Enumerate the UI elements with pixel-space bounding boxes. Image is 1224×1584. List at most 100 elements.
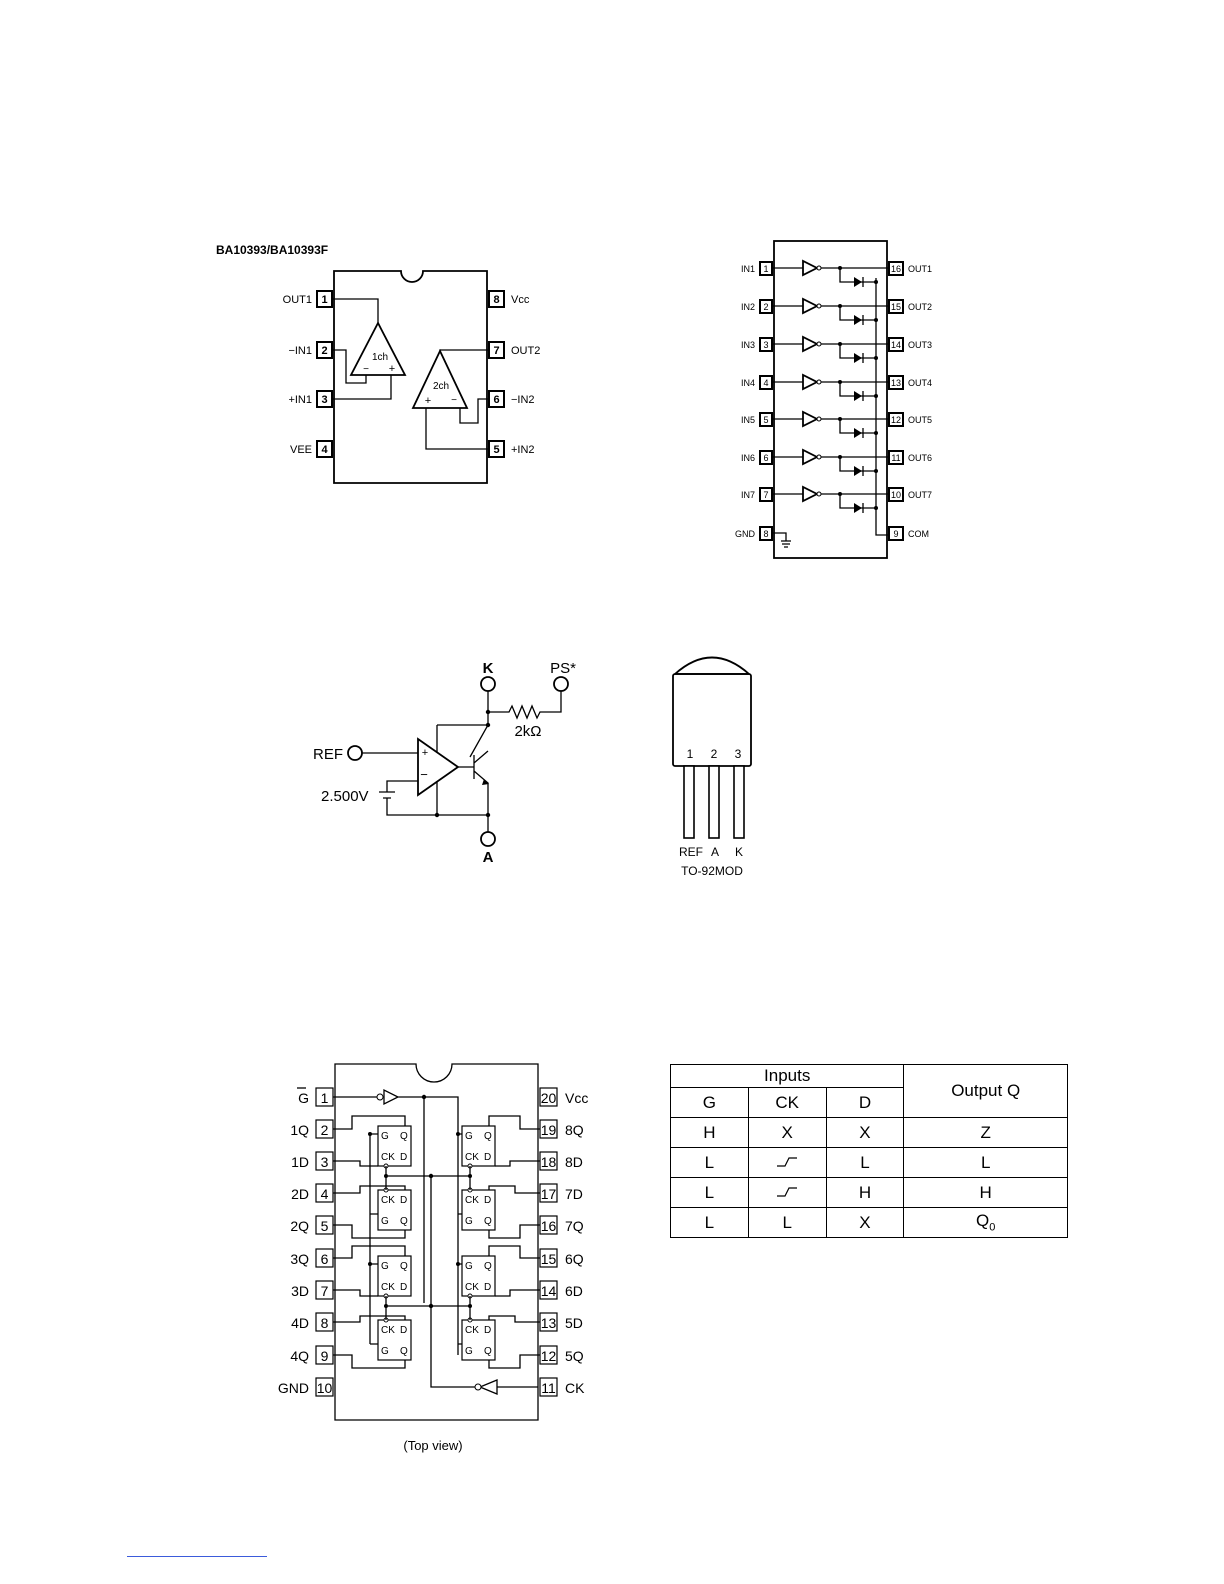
- package-lead: [708, 765, 720, 839]
- latch-pin-label: 8Q: [565, 1122, 584, 1138]
- latch-pin-num: 6: [321, 1251, 329, 1267]
- comparator-1ch-minus: −: [363, 364, 369, 375]
- comp-pin-label: Vcc: [511, 294, 530, 306]
- latch-pin-label: 2D: [291, 1186, 309, 1202]
- darl-pin-num: 14: [891, 340, 901, 350]
- latch-pin-label: 4D: [291, 1315, 309, 1331]
- op-amp-plus: +: [422, 747, 428, 759]
- svg-text:Q: Q: [400, 1261, 408, 1272]
- latch-pin-box: [315, 1377, 334, 1397]
- comparator-diagram: BA10393/BA10393F 1 2 3 4 8 7 6 5 OUT1 −I…: [216, 243, 540, 484]
- cell-q: Z: [903, 1117, 1068, 1148]
- inverter-icon: [802, 373, 820, 391]
- table-row: L L X Q0: [670, 1207, 1068, 1238]
- darlington-diagram: 1 2 3 4 5 6 7 8 16 15 14 13 12 11 10 9 I…: [735, 240, 932, 559]
- comp-pin-label: −IN1: [288, 345, 312, 357]
- cell-q: L: [903, 1147, 1068, 1178]
- darl-pin-num: 11: [891, 453, 900, 463]
- comp-pin-num: 7: [493, 345, 499, 357]
- latch-pin-num: 19: [541, 1122, 557, 1138]
- op-amp-triangle: [417, 737, 460, 797]
- latch-pin-num: 3: [321, 1154, 329, 1170]
- comp-pin-num: 2: [321, 345, 327, 357]
- darl-pin-num: 1: [763, 264, 768, 274]
- output-header: Output Q: [903, 1064, 1068, 1118]
- comp-pin-label: −IN2: [511, 394, 535, 406]
- transistor-icon: [458, 750, 489, 832]
- latch-pin-label: GND: [278, 1380, 309, 1396]
- latch-pin-num: 5: [321, 1218, 329, 1234]
- darlington-channel: [772, 448, 889, 476]
- k-terminal-label: K: [483, 660, 494, 677]
- svg-text:D: D: [484, 1325, 491, 1336]
- op-amp-minus: −: [420, 767, 428, 782]
- latch-pin-label: Vcc: [565, 1090, 588, 1106]
- package-lead: [733, 765, 745, 839]
- svg-text:G: G: [465, 1261, 473, 1272]
- ck-inverter-bus: [430, 1176, 538, 1395]
- latch-pin-label: 1D: [291, 1154, 309, 1170]
- latch-pin-num: 2: [321, 1122, 329, 1138]
- latch-pin-num: 1: [321, 1090, 329, 1106]
- darlington-channel: [772, 259, 889, 287]
- darl-pin-num: 13: [891, 378, 901, 388]
- comparator-1ch-plus: +: [389, 363, 395, 375]
- darl-pin-num: 3: [763, 340, 768, 350]
- svg-text:CK: CK: [465, 1195, 479, 1206]
- svg-text:CK: CK: [465, 1152, 479, 1163]
- darl-pin-num: 12: [891, 415, 901, 425]
- svg-text:G: G: [465, 1216, 473, 1227]
- comparator-1ch-triangle: [349, 321, 407, 376]
- darl-pin-num: 4: [763, 378, 768, 388]
- latch-pin-label: G: [298, 1090, 309, 1106]
- ref-terminal-label: REF: [313, 746, 343, 763]
- col-header-g: G: [670, 1087, 749, 1118]
- darl-pin-label: COM: [908, 529, 929, 539]
- svg-text:D: D: [400, 1195, 407, 1206]
- latch-pin-label: 6Q: [565, 1251, 584, 1267]
- latch-pin-num: 12: [541, 1348, 557, 1364]
- svg-text:D: D: [400, 1152, 407, 1163]
- comp-pin-label: +IN2: [511, 444, 535, 456]
- darlington-channel: [772, 335, 889, 363]
- darl-pin-num: 15: [891, 302, 901, 312]
- inverter-icon: [802, 448, 820, 466]
- darl-pin-num: 10: [891, 490, 901, 500]
- ref-terminal-icon: [347, 745, 363, 761]
- darl-pin-num: 16: [891, 264, 901, 274]
- shunt-regulator-diagram: K PS* 2kΩ + − REF 2.500V A: [313, 660, 576, 866]
- diode-icon: [854, 277, 862, 287]
- table-row: L L L: [670, 1147, 1068, 1178]
- latch-pin-label: 3D: [291, 1283, 309, 1299]
- latch-pin-label: 6D: [565, 1283, 583, 1299]
- svg-text:G: G: [465, 1346, 473, 1357]
- comparator-2ch-wiring: [425, 349, 489, 450]
- latch-pin-label: 8D: [565, 1154, 583, 1170]
- svg-text:Q: Q: [484, 1261, 492, 1272]
- latch-pin-num: 9: [321, 1348, 329, 1364]
- cell-ck: X: [747, 1117, 827, 1148]
- comp-pin-num: 1: [321, 294, 327, 306]
- latch-pin-num: 7: [321, 1283, 329, 1299]
- darl-pin-label: IN4: [741, 378, 755, 388]
- latch-pin-num: 13: [541, 1315, 557, 1331]
- rising-edge-icon: [747, 1147, 827, 1178]
- cell-q-held: Q0: [903, 1207, 1068, 1238]
- latch-pin-num: 11: [541, 1380, 556, 1396]
- darl-pin-label: GND: [735, 529, 756, 539]
- latch-pin-num: 15: [541, 1251, 557, 1267]
- diode-icon: [854, 428, 862, 438]
- inverter-icon: [802, 335, 820, 353]
- reference-voltage-label: 2.500V: [321, 788, 369, 805]
- latch-pin-box: [539, 1377, 558, 1397]
- darl-pin-num: 5: [763, 415, 768, 425]
- latch-pin-num: 4: [321, 1186, 329, 1202]
- comparator-1ch-wiring: [332, 298, 392, 400]
- darl-pin-label: OUT3: [908, 340, 932, 350]
- comparator-2ch-label: 2ch: [433, 381, 449, 392]
- a-terminal-label: A: [483, 849, 494, 866]
